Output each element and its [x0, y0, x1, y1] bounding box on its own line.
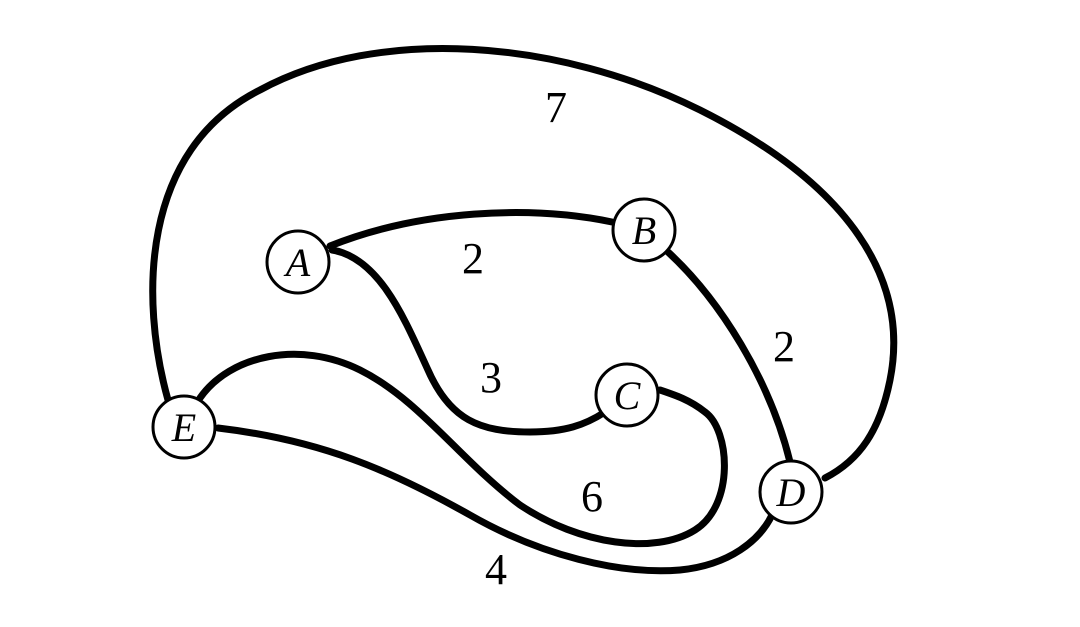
node-c: C [594, 362, 660, 428]
node-b-label: B [632, 208, 656, 253]
node-c-label: C [614, 373, 642, 418]
edge-weights: 2 3 2 7 6 4 [462, 83, 795, 594]
edge-b-d [664, 248, 794, 466]
nodes: A B C D E [151, 197, 824, 525]
node-e: E [151, 394, 217, 460]
node-d: D [758, 459, 824, 525]
node-d-label: D [776, 470, 806, 515]
node-a: A [265, 229, 331, 295]
edge-a-b [326, 209, 616, 250]
node-a-circle [265, 229, 331, 295]
weight-b-d: 2 [773, 322, 795, 371]
node-b: B [611, 197, 677, 263]
node-c-circle [594, 362, 660, 428]
weight-a-c: 3 [480, 353, 502, 402]
node-a-label: A [283, 240, 311, 285]
node-e-label: E [171, 405, 196, 450]
weight-e-c: 6 [581, 472, 603, 521]
edges [149, 45, 898, 575]
edge-e-c [196, 350, 728, 548]
edge-a-c [328, 246, 609, 436]
edge-e-d-lower [214, 424, 776, 575]
node-d-circle [758, 459, 824, 525]
node-b-circle [611, 197, 677, 263]
weight-a-b: 2 [462, 234, 484, 283]
weight-e-d-lower: 4 [485, 545, 507, 594]
weight-e-d-outer: 7 [545, 83, 567, 132]
node-e-circle [151, 394, 217, 460]
edge-e-d-outer [149, 45, 898, 482]
